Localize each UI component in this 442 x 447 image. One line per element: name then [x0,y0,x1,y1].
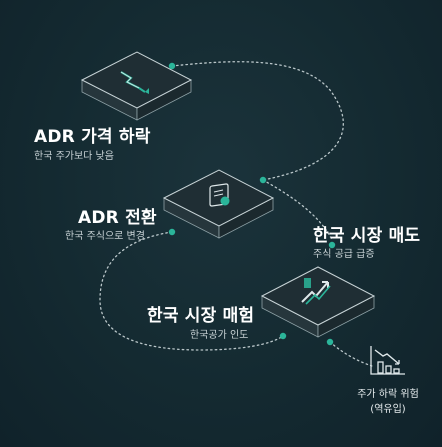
node-dot-5 [279,332,287,340]
step-3-subtitle: 주식 공급 급증 [313,249,375,260]
step-1-title: ADR 가격 하락 [34,127,151,147]
node-dot-3 [168,228,176,236]
connector-path-2 [99,231,284,351]
step-1-subtitle: 한국 주가보다 낮음 [34,151,114,162]
connector-path-1 [171,61,344,181]
connector-path-3 [262,179,333,241]
node-dot-6 [326,338,334,346]
step-2-subtitle: 한국 주식으로 변경 [65,231,145,242]
step-3-title: 한국 시장 매도 [313,226,421,246]
node-dot-1 [168,62,176,70]
connector-path-4 [329,341,373,367]
outcome-note: (역유입) [370,404,406,415]
document-exchange-icon [209,183,230,207]
trend-down-icon [120,71,149,94]
node-dot-2 [259,176,267,184]
step-4-title: 한국 시장 매험 [147,306,255,326]
step-4-subtitle: 한국공가 인도 [190,330,249,341]
trend-up-icon [301,278,331,305]
node-dot-4 [328,241,336,249]
step-2-title: ADR 전환 [78,208,157,228]
outcome-label: 주가 하락 위험 [357,389,419,400]
